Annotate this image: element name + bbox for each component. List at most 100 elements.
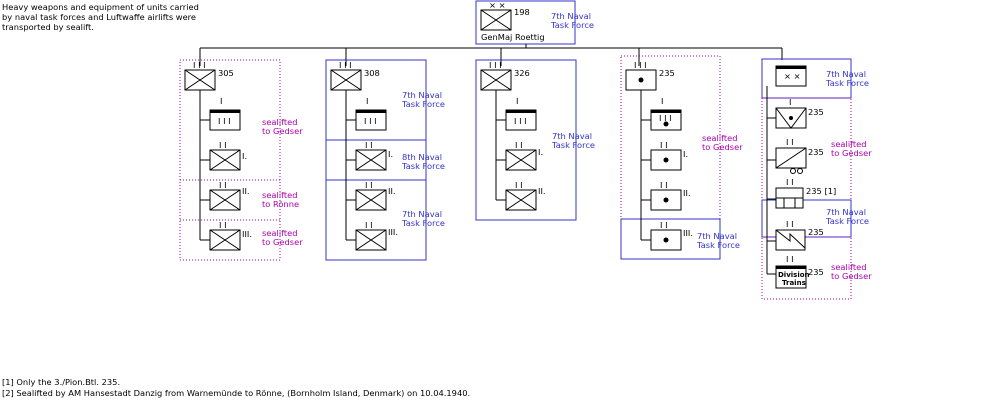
svg-text:I I: I I	[365, 140, 373, 150]
div-unit-3-number: 235 [1]	[806, 186, 836, 196]
svg-text:I I I: I I I	[659, 113, 672, 123]
svg-text:I I I: I I I	[193, 60, 206, 70]
division-hq-symbol[interactable]: × ×	[480, 0, 512, 31]
reg305-note-1-line-1: sealifted	[262, 117, 298, 127]
reg308-note-1-line-1: 7th Naval	[402, 90, 442, 100]
reg308-battalion-2-symbol[interactable]: I I	[355, 180, 387, 211]
reg305-note-3-line-2: to Gedser	[262, 237, 303, 247]
reg308-hq-company-symbol[interactable]: I I I I	[355, 96, 387, 131]
div-units-note-1-line-2: to Gedser	[831, 148, 872, 158]
reg326-battalion-2-symbol[interactable]: I I	[505, 180, 537, 211]
reg308-note-2-line-2: Task Force	[401, 161, 445, 171]
reg235-regiment-symbol[interactable]: I I I	[625, 60, 657, 91]
reg305-battalion-2-label: II.	[242, 186, 250, 196]
reg326-battalion-1-symbol[interactable]: I I	[505, 140, 537, 171]
reg305-note-2-line-1: sealifted	[262, 190, 298, 200]
reg305-battalion-3-symbol[interactable]: I I	[209, 220, 241, 251]
reg235-sealift-box	[620, 55, 721, 220]
svg-text:I I I: I I I	[364, 116, 377, 126]
reg308-battalion-3-symbol[interactable]: I I	[355, 220, 387, 251]
svg-text:I I I: I I I	[514, 116, 527, 126]
div-unit-4-number: 235	[808, 227, 824, 237]
reg308-battalion-1-symbol[interactable]: I I	[355, 140, 387, 171]
division-trains-label-line-1: Division	[778, 271, 810, 279]
reg235-note-1-line-2: to Gedser	[702, 142, 743, 152]
reg305-regiment-symbol[interactable]: I I I	[184, 60, 216, 91]
div-units-task-force-box-2	[761, 199, 852, 238]
div-unit-4-symbol[interactable]: I I	[775, 219, 806, 251]
reg305-battalion-1-symbol[interactable]: I I	[209, 140, 241, 171]
reg235-note-2-line-1: 7th Naval	[697, 231, 737, 241]
reg305-number: 305	[218, 68, 234, 78]
reg305-note-1-line-2: to Gedser	[262, 126, 303, 136]
svg-text:I I: I I	[219, 180, 227, 190]
reg235-hq-battery-symbol[interactable]: I I I I	[650, 96, 682, 131]
div-units-note-2-line-1: 7th Naval	[826, 207, 866, 217]
footnote-1: [1] Only the 3./Pion.Btl. 235.	[2, 377, 120, 387]
svg-text:I I: I I	[365, 220, 373, 230]
svg-text:I I: I I	[786, 177, 794, 187]
hq-commander: GenMaj Roettig	[481, 32, 545, 42]
svg-text:I: I	[661, 96, 663, 106]
reg235-battalion-2-symbol[interactable]: I I	[650, 180, 682, 211]
reg326-note-line-2: Task Force	[551, 140, 595, 150]
svg-text:I I I: I I I	[489, 60, 502, 70]
reg326-battalion-1-label: I.	[538, 147, 543, 157]
div-unit-5-number: 235	[808, 267, 824, 277]
hq-task-force-line-2: Task Force	[550, 20, 594, 30]
reg305-battalion-3-label: III.	[242, 229, 252, 239]
hq-number: 198	[514, 7, 530, 17]
reg326-regiment-symbol[interactable]: I I I	[480, 60, 512, 91]
svg-text:I: I	[789, 97, 791, 107]
reg326-number: 326	[514, 68, 530, 78]
reg305-battalion-2-symbol[interactable]: I I	[209, 180, 241, 211]
div-units-note-2-line-2: Task Force	[825, 216, 869, 226]
reg235-battalion-1-symbol[interactable]: I I	[650, 140, 682, 171]
div-units-task-force-line-1: 7th Naval	[826, 69, 866, 79]
reg235-note-1-line-1: sealifted	[702, 133, 738, 143]
svg-text:I I: I I	[660, 180, 668, 190]
div-units-sealift-box-2	[761, 236, 852, 300]
reg326-battalion-2-label: II.	[538, 186, 546, 196]
reg235-number: 235	[659, 68, 675, 78]
reg308-battalion-3-label: III.	[388, 227, 398, 237]
reg305-battalion-1-label: I.	[242, 151, 247, 161]
svg-text:I I: I I	[786, 219, 794, 229]
svg-text:I I: I I	[365, 180, 373, 190]
reg326-task-force-box	[475, 59, 577, 221]
reg308-regiment-symbol[interactable]: I I I	[330, 60, 362, 91]
svg-text:I I I: I I I	[339, 60, 352, 70]
div-unit-1-symbol[interactable]: I	[775, 97, 807, 129]
div-unit-1-number: 235	[808, 107, 824, 117]
reg308-battalion-2-label: II.	[388, 186, 396, 196]
div-unit-3-symbol[interactable]: I I	[775, 177, 804, 209]
reg235-task-force-box	[620, 218, 721, 260]
div-units-note-1-line-1: sealifted	[831, 139, 867, 149]
reg305-note-3-line-1: sealifted	[262, 228, 298, 238]
reg308-task-force-box	[325, 59, 427, 261]
svg-text:I I: I I	[219, 220, 227, 230]
header-note-line-2: by naval task forces and Luftwaffe airli…	[2, 12, 196, 22]
div-units-task-force-box	[761, 58, 852, 99]
svg-text:I I: I I	[660, 140, 668, 150]
svg-text:I: I	[366, 96, 368, 106]
footnote-2: [2] Sealifted by AM Hansestadt Danzig fr…	[2, 388, 470, 398]
hq-task-force-line-1: 7th Naval	[551, 11, 591, 21]
svg-text:× ×: × ×	[784, 71, 801, 81]
reg305-note-2-line-2: to Rönne	[262, 199, 299, 209]
reg235-note-2-line-2: Task Force	[696, 240, 740, 250]
reg305-hq-company-symbol[interactable]: I I I I	[209, 96, 241, 131]
header-note-line-3: transported by sealift.	[2, 22, 94, 32]
reg326-hq-company-symbol[interactable]: I I I I	[505, 96, 537, 131]
reg308-note-1-line-2: Task Force	[401, 99, 445, 109]
div-units-sealift-box-1	[761, 97, 852, 201]
svg-text:× ×: × ×	[489, 0, 506, 10]
reg235-battalion-3-symbol[interactable]: I I	[650, 220, 682, 251]
svg-text:I: I	[220, 96, 222, 106]
division-trains-symbol[interactable]: I I	[775, 254, 807, 289]
division-staff-symbol[interactable]: × ×	[775, 65, 807, 87]
header-note-line-1: Heavy weapons and equipment of units car…	[2, 2, 199, 12]
division-trains-label-line-2: Trains	[782, 279, 806, 287]
svg-text:I I: I I	[219, 140, 227, 150]
div-unit-2-symbol[interactable]: I I	[775, 137, 807, 174]
